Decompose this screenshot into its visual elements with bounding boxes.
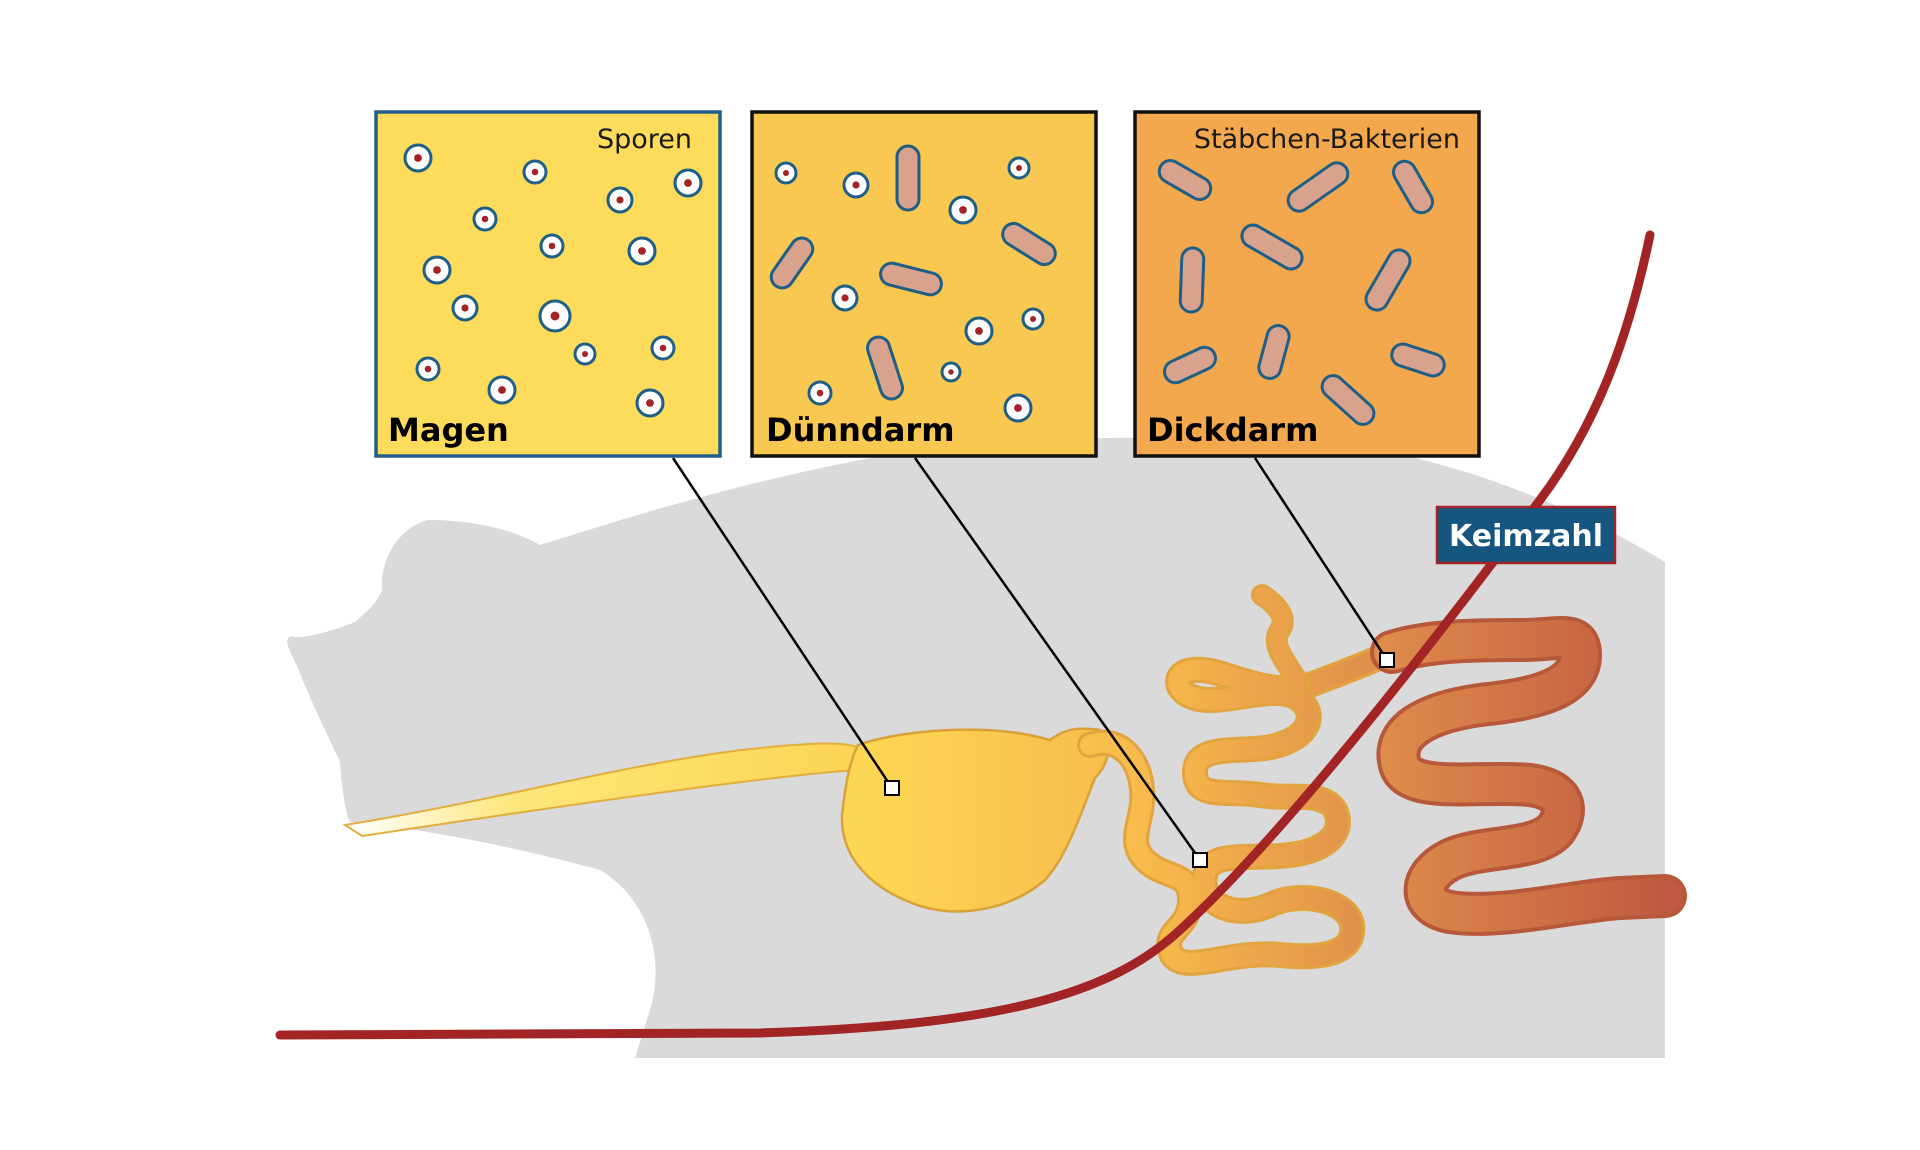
rod-bacterium-icon xyxy=(1001,221,1057,267)
connector-large-intestine xyxy=(1253,457,1389,661)
stomach-organ xyxy=(840,727,1109,913)
marker-small-intestine xyxy=(1192,852,1208,868)
spore-icon xyxy=(948,195,978,225)
esophagus xyxy=(342,742,864,838)
rod-bacterium-icon xyxy=(1364,248,1412,312)
rod-bacterium-icon xyxy=(1162,345,1218,385)
panel-small-intestine-title: Dünndarm xyxy=(766,411,955,449)
spore-icon xyxy=(415,356,441,382)
connector-stomach xyxy=(671,457,894,789)
connector-small-intestine xyxy=(913,457,1202,861)
rod-bacterium-icon xyxy=(1178,246,1206,314)
large-intestine-organ-inner xyxy=(1374,620,1683,932)
spore-icon xyxy=(1003,393,1033,423)
panel-small-intestine: Dünndarm xyxy=(750,110,1098,458)
rod-bacterium-icon xyxy=(1392,159,1434,215)
spore-icon xyxy=(487,375,517,405)
panel-large-intestine: Stäbchen-Bakterien Dickdarm xyxy=(1133,110,1481,458)
microbe-group-small-intestine xyxy=(769,144,1057,423)
rod-bacterium-icon xyxy=(1320,374,1376,426)
spore-icon xyxy=(807,380,833,406)
spore-icon xyxy=(403,143,433,173)
intestine-branch-inner xyxy=(1254,587,1308,693)
spore-icon xyxy=(451,294,479,322)
germ-count-badge-label: Keimzahl xyxy=(1449,519,1603,554)
marker-large-intestine xyxy=(1379,652,1395,668)
rod-group-large-intestine xyxy=(1157,159,1446,426)
rod-bacterium-icon xyxy=(1390,342,1446,378)
spore-icon xyxy=(964,316,994,346)
spore-icon xyxy=(522,159,548,185)
spore-icon xyxy=(538,299,572,333)
rod-bacterium-icon xyxy=(769,236,815,290)
panel-stomach: Sporen Magen xyxy=(374,110,722,458)
rod-bacterium-icon xyxy=(895,144,921,212)
rod-bacterium-icon xyxy=(1157,159,1213,201)
spore-icon xyxy=(774,161,798,185)
spore-icon xyxy=(1021,307,1045,331)
small-intestine-organ-inner xyxy=(1080,642,1402,973)
panel-large-intestine-title: Dickdarm xyxy=(1147,411,1318,449)
spore-icon xyxy=(650,335,676,361)
germ-count-curve xyxy=(275,230,1655,1040)
rod-bacterium-icon xyxy=(1240,223,1304,271)
spore-icon xyxy=(627,236,657,266)
spore-icon xyxy=(940,361,962,383)
spore-icon xyxy=(573,342,597,366)
spore-group-stomach xyxy=(403,143,703,418)
marker-stomach xyxy=(884,780,900,796)
panel-stomach-label: Sporen xyxy=(597,124,692,155)
germ-count-badge: Keimzahl xyxy=(1435,505,1617,565)
rod-bacterium-icon xyxy=(866,335,904,401)
rod-bacterium-icon xyxy=(879,261,943,297)
spore-icon xyxy=(673,168,703,198)
spore-icon xyxy=(842,171,870,199)
panel-large-intestine-label: Stäbchen-Bakterien xyxy=(1194,124,1460,155)
spore-icon xyxy=(635,388,665,418)
spore-icon xyxy=(1007,156,1031,180)
panel-stomach-title: Magen xyxy=(388,411,509,449)
spore-icon xyxy=(606,186,634,214)
spore-icon xyxy=(472,206,498,232)
rod-bacterium-icon xyxy=(1286,161,1350,213)
rod-bacterium-icon xyxy=(1257,324,1291,380)
spore-icon xyxy=(422,255,452,285)
spore-icon xyxy=(831,284,859,312)
spore-icon xyxy=(539,233,565,259)
